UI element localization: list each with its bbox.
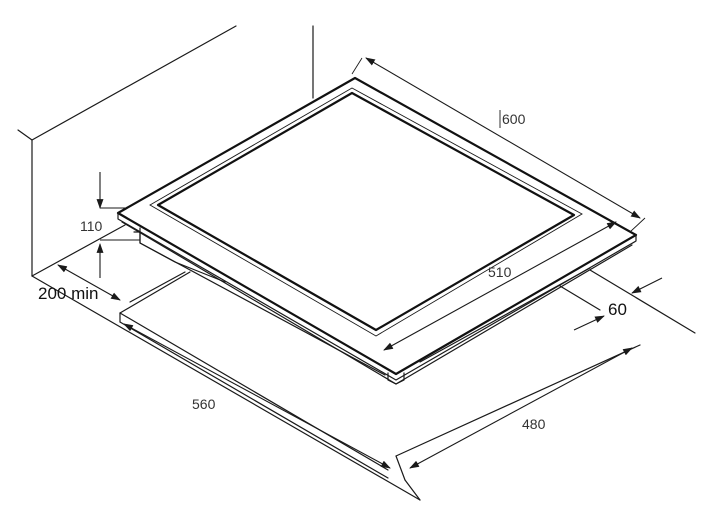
label-480: 480 [522, 416, 546, 432]
dim-510 [383, 221, 617, 351]
label-200-min: 200 min [38, 284, 98, 303]
dim-600 [351, 57, 646, 233]
countertop-edge [31, 269, 696, 501]
hob-base [129, 227, 601, 376]
dim-560 [123, 323, 391, 469]
label-60: 60 [608, 300, 627, 319]
label-560: 560 [192, 396, 216, 412]
cabinet-wall [17, 25, 314, 277]
dim-60 [573, 277, 663, 331]
dim-110 [96, 172, 140, 278]
dim-480 [409, 347, 633, 469]
label-600: 600 [502, 111, 526, 127]
label-110: 110 [80, 218, 103, 234]
label-510: 510 [488, 264, 512, 280]
dim-200-min [57, 264, 121, 301]
